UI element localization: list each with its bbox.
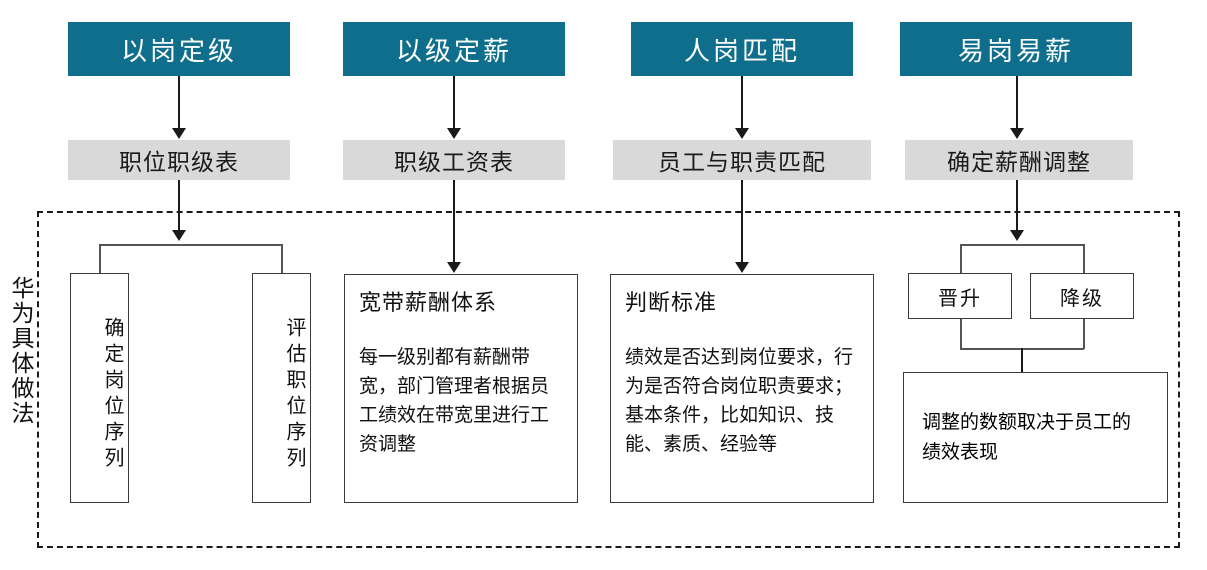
bracket-right-col4: [1083, 244, 1085, 286]
header-box-4: 易岗易薪: [900, 22, 1132, 76]
header-box-3: 人岗匹配: [631, 22, 853, 76]
connector-s1-down: [178, 180, 180, 232]
header-box-2: 以级定薪: [343, 22, 565, 76]
connector-h3-to-s3: [741, 76, 743, 130]
leaf-label-1-1: 确定岗位序列: [101, 317, 125, 473]
arrowhead-h1-to-s1: [172, 128, 186, 139]
detail-box-2: 宽带薪酬体系 每一级别都有薪酬带宽，部门管理者根据员工绩效在带宽里进行工资调整: [344, 274, 578, 503]
huawei-practice-region: [37, 211, 1180, 548]
arrowhead-s2-down: [447, 262, 461, 273]
merge-right-col4: [1083, 319, 1085, 349]
header-label-4: 易岗易薪: [957, 36, 1074, 67]
detail-box-3: 判断标准 绩效是否达到岗位要求，行为是否符合岗位职责要求；基本条件，比如知识、技…: [610, 274, 874, 503]
bracket-left-col4: [960, 244, 962, 286]
stage-label-3: 员工与职责匹配: [658, 150, 826, 176]
bracket-top-col1: [99, 244, 282, 246]
result-body-col4: 调整的数额取决于员工的绩效表现: [922, 411, 1132, 463]
stage-box-4: 确定薪酬调整: [905, 140, 1133, 180]
branch-box-demote: 降级: [1030, 273, 1134, 319]
stage-label-4: 确定薪酬调整: [947, 150, 1091, 176]
branch-label-demote: 降级: [1060, 285, 1104, 310]
leaf-label-1-2: 评估职位序列: [283, 317, 307, 473]
detail-title-2: 宽带薪酬体系: [359, 291, 498, 316]
leaf-box-1-1: 确定岗位序列: [70, 273, 129, 503]
branch-box-promote: 晋升: [908, 273, 1012, 319]
header-label-1: 以岗定级: [120, 36, 237, 67]
arrowhead-s3-down: [735, 262, 749, 273]
arrowhead-h2-to-s2: [447, 128, 461, 139]
detail-body-2: 每一级别都有薪酬带宽，部门管理者根据员工绩效在带宽里进行工资调整: [359, 346, 550, 455]
leaf-box-1-2: 评估职位序列: [252, 273, 311, 503]
bracket-top-col4: [960, 244, 1084, 246]
connector-h4-to-s4: [1016, 76, 1018, 130]
result-box-col4: 调整的数额取决于员工的绩效表现: [903, 372, 1168, 503]
stage-label-2: 职级工资表: [394, 150, 514, 176]
stage-label-1: 职位职级表: [119, 150, 239, 176]
header-label-2: 以级定薪: [395, 36, 512, 67]
detail-title-3: 判断标准: [625, 291, 718, 316]
connector-h1-to-s1: [178, 76, 180, 130]
arrowhead-s1-down: [172, 230, 186, 241]
arrowhead-s4-down: [1010, 230, 1024, 241]
branch-label-promote: 晋升: [938, 285, 982, 310]
stage-box-1: 职位职级表: [68, 140, 290, 180]
arrowhead-h3-to-s3: [735, 128, 749, 139]
arrowhead-h4-to-s4: [1010, 128, 1024, 139]
merge-left-col4: [960, 319, 962, 349]
stage-box-2: 职级工资表: [343, 140, 565, 180]
header-label-3: 人岗匹配: [683, 36, 800, 67]
detail-body-3: 绩效是否达到岗位要求，行为是否符合岗位职责要求；基本条件，比如知识、技能、素质、…: [625, 346, 854, 455]
connector-s2-down: [453, 180, 455, 264]
side-label-huawei-practice: 华为具体做法: [7, 276, 33, 426]
bracket-right-col1: [281, 244, 283, 274]
stage-box-3: 员工与职责匹配: [613, 140, 871, 180]
connector-s4-down: [1016, 180, 1018, 232]
connector-h2-to-s2: [453, 76, 455, 130]
bracket-left-col1: [99, 244, 101, 274]
header-box-1: 以岗定级: [68, 22, 290, 76]
connector-merge-to-result: [1021, 348, 1023, 379]
connector-s3-down: [741, 180, 743, 264]
